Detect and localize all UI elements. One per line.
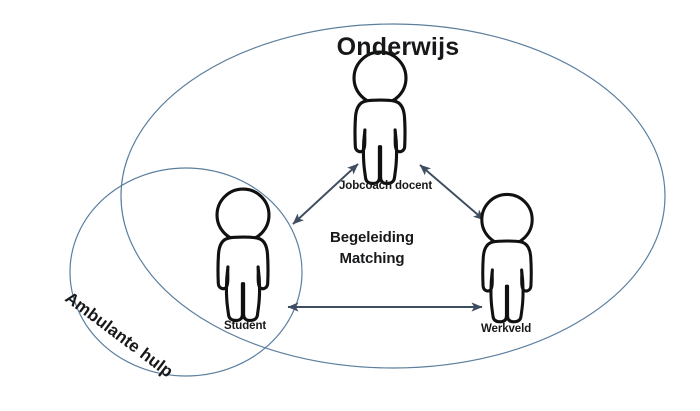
arrow-jobcoach-werkveld	[419, 164, 485, 221]
ellipse-ambulante-hulp	[69, 167, 303, 377]
actor-label-jobcoach-docent: Jobcoach docent	[339, 180, 433, 192]
center-annotation-line-1: Begeleiding	[330, 229, 414, 246]
arrow-student-jobcoach	[292, 163, 359, 225]
center-annotation: Begeleiding Matching	[330, 227, 414, 269]
figure-werkveld	[480, 192, 534, 324]
figure-jobcoach-docent	[352, 50, 408, 186]
actor-label-student: Student	[224, 320, 267, 332]
actor-label-werkveld: Werkveld	[481, 323, 532, 335]
center-annotation-line-2: Matching	[339, 250, 405, 267]
ellipse-onderwijs	[120, 23, 666, 369]
diagram-title: Onderwijs	[336, 33, 460, 61]
figure-student	[215, 187, 271, 323]
